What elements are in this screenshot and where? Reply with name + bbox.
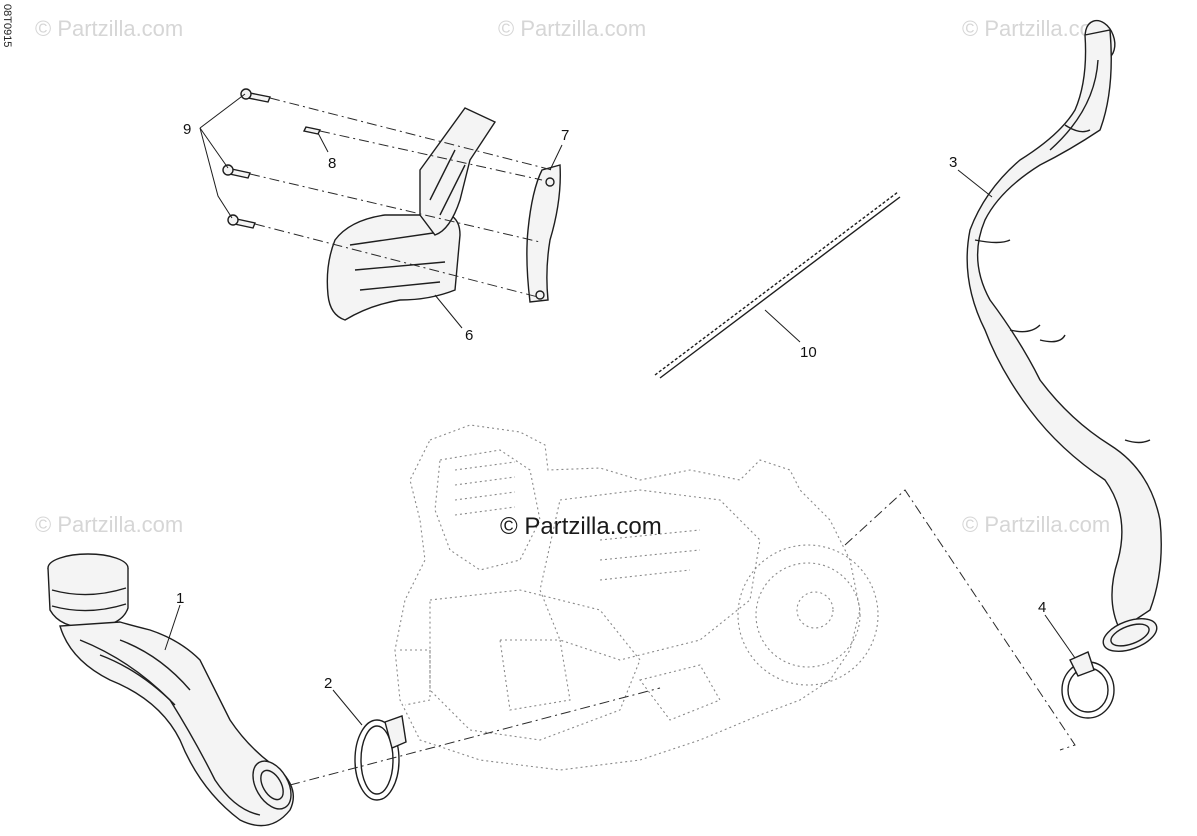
part-10-chain [654,191,901,379]
center-watermark: © Partzilla.com [500,513,662,540]
callout-7: 7 [561,127,569,144]
watermark: © Partzilla.com [35,16,183,41]
callout-9: 9 [183,121,191,138]
callout-6: 6 [465,327,473,344]
part-3-outlet-duct [966,19,1162,652]
part-6-cover [326,107,497,321]
leader-lines [164,93,1076,726]
engine-ghost [394,424,879,771]
part-8-pin [302,126,322,135]
callout-3: 3 [949,154,957,171]
callout-1: 1 [176,590,184,607]
callout-2: 2 [324,675,332,692]
assembly-lines [249,97,1076,786]
callout-10: 10 [800,344,817,361]
watermark: © Partzilla.com [498,16,646,41]
figure-id: 08T0915 [1,4,13,48]
part-2-clamp [354,715,407,801]
part-7-plate [526,164,561,303]
watermark: © Partzilla.com [962,512,1110,537]
callout-8: 8 [328,155,336,172]
callouts: 9 8 7 6 10 3 4 1 2 [176,121,1046,692]
watermark: © Partzilla.com [35,512,183,537]
part-4-clamp [1061,651,1115,719]
callout-4: 4 [1038,599,1046,616]
part-9-bolts [222,88,271,229]
part-1-intake-duct [47,553,294,827]
